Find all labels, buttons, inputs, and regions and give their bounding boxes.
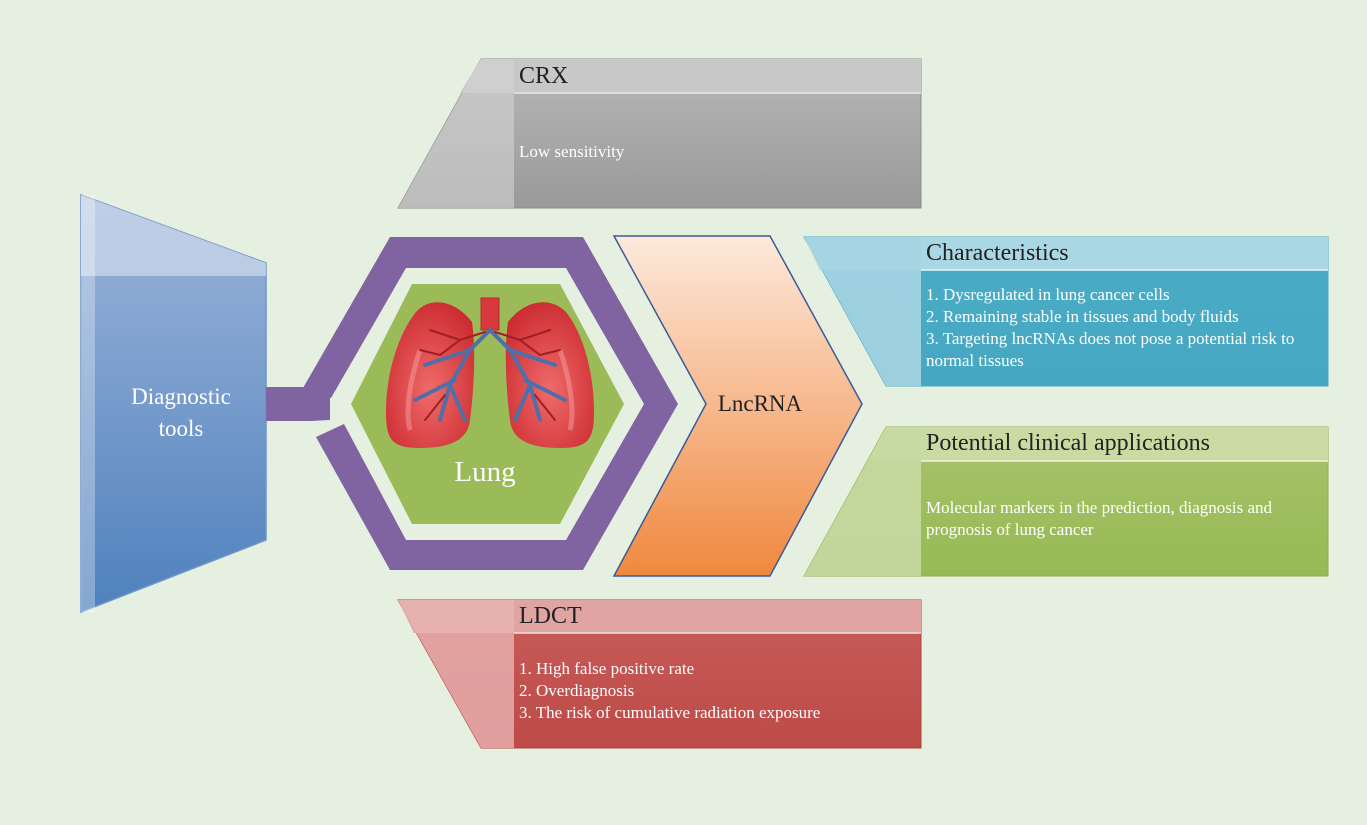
connector-bar (266, 360, 330, 421)
crx-text: Low sensitivity (519, 142, 625, 161)
ldct-title: LDCT (519, 603, 582, 629)
crx-box (397, 58, 922, 209)
ldct-text: 1. High false positive rate 2. Overdiagn… (519, 659, 821, 722)
applications-title: Potential clinical applications (926, 430, 1210, 456)
characteristics-title: Characteristics (926, 240, 1069, 266)
lncrna-arrow (612, 235, 863, 577)
diagnostic-tools-block (80, 193, 267, 614)
lung-label: Lung (454, 456, 516, 488)
ldct-box (397, 599, 922, 749)
applications-box (803, 426, 1329, 577)
lncrna-label: LncRNA (717, 391, 803, 416)
applications-text: Molecular markers in the prediction, dia… (926, 498, 1273, 539)
diagnostic-tools-label: Diagnostic tools (131, 384, 231, 441)
crx-title: CRX (519, 63, 569, 89)
characteristics-text: 1. Dysregulated in lung cancer cells 2. … (926, 285, 1295, 370)
characteristics-box (803, 236, 1329, 387)
lungs-icon (386, 297, 594, 448)
